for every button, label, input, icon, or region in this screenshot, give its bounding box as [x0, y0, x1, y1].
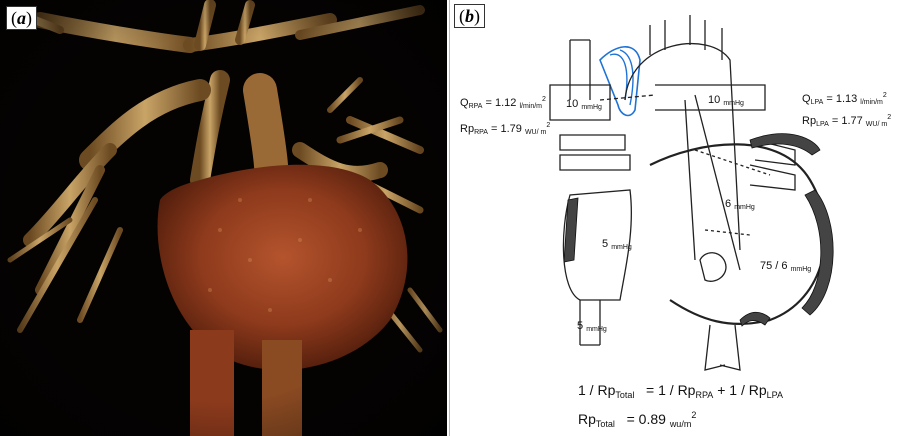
formula-total-reciprocal: 1 / RpTotal = 1 / RpRPA + 1 / RpLPA [578, 382, 783, 400]
aorta [625, 44, 740, 250]
panel-a-3d-render: (a) [0, 0, 447, 436]
pressure-ivc: 5 mmHg [577, 320, 607, 333]
conduit-end [700, 253, 726, 282]
vignette [0, 0, 447, 436]
panel-b-label: (b) [454, 4, 485, 28]
svc-vessel [570, 40, 590, 100]
resistance-lpa-label: RpLPA = 1.77 WU/ m2 [802, 114, 891, 128]
flow-rpa-label: QRPA = 1.12 l/min/m2 [460, 96, 546, 110]
resistance-rpa-label: RpRPA = 1.79 WU/ m2 [460, 122, 550, 136]
panel-b-schematic: (b) QRPA = 1.12 l/min/m2 RpRPA = 1.79 WU… [449, 0, 909, 436]
pressure-ventricle: 75 / 6 mmHg [760, 260, 811, 273]
pressure-right-atrium: 5 mmHg [602, 238, 632, 251]
pressure-lpa: 10 mmHg [708, 94, 744, 107]
panel-a-label: (a) [6, 6, 37, 30]
pressure-rpa: 10 mmHg [566, 98, 602, 111]
graft-blue [600, 47, 640, 116]
heart-volume-render [0, 0, 447, 436]
fontan-schematic [450, 0, 909, 436]
formula-total-value: RpTotal = 0.89 wu/m2 [578, 410, 696, 429]
flow-lpa-label: QLPA = 1.13 l/min/m2 [802, 92, 887, 106]
pressure-conduit: 6 mmHg [725, 198, 755, 211]
